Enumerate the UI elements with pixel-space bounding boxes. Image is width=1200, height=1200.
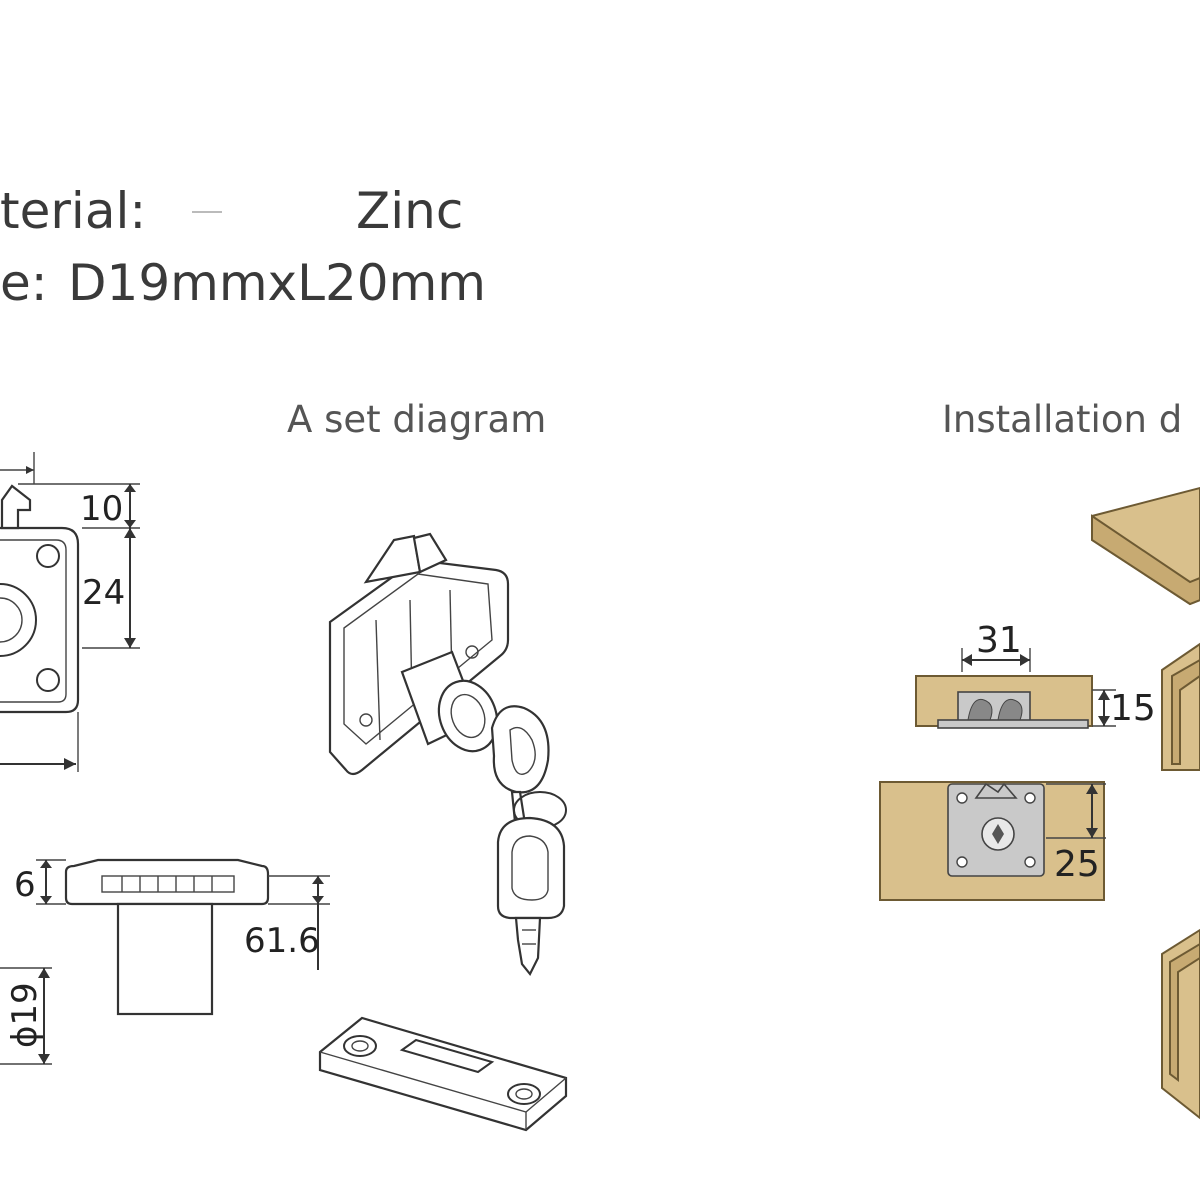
dim-phi19: ϕ19	[5, 982, 45, 1048]
dim-31: 31	[976, 620, 1022, 661]
dim-25: 25	[1054, 844, 1100, 885]
dim-24: 24	[82, 573, 125, 613]
installation-caption: Installation d	[942, 398, 1182, 441]
installation-top-board	[1091, 486, 1200, 606]
installation-drawer-lower	[1161, 928, 1200, 1120]
installation-front-view	[879, 781, 1106, 901]
lock-front-view	[0, 452, 140, 772]
size-value: D19mmxL20mm	[68, 254, 486, 312]
strike-plate	[318, 1016, 568, 1132]
dim-61-6: 61.6	[244, 921, 320, 961]
lock-isometric	[328, 532, 567, 977]
dim-15: 15	[1110, 688, 1156, 729]
material-label: terial:	[0, 182, 146, 240]
dim-10: 10	[80, 489, 123, 529]
material-value: Zinc	[356, 182, 463, 240]
installation-top-view	[915, 648, 1116, 729]
lock-side-view	[0, 858, 330, 1065]
size-label: e:	[0, 254, 48, 312]
dim-6: 6	[14, 865, 36, 905]
installation-drawer-upper	[1161, 642, 1200, 771]
set-diagram-caption: A set diagram	[287, 398, 546, 441]
